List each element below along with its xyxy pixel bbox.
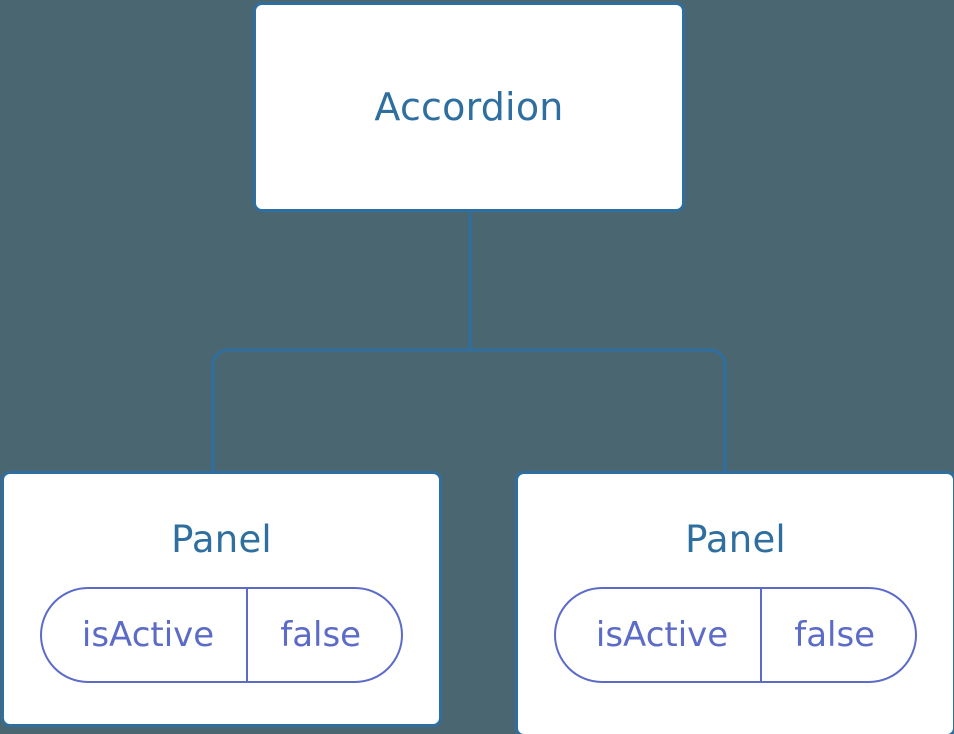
node-panel-left[interactable]: Panel isActive false xyxy=(1,471,442,727)
node-accordion[interactable]: Accordion xyxy=(253,2,685,212)
prop-key-label: isActive xyxy=(81,615,215,655)
prop-value-label: false xyxy=(246,589,401,681)
prop-key-label: isActive xyxy=(595,615,729,655)
node-panel-right-title: Panel xyxy=(685,518,786,561)
prop-value-label: false xyxy=(760,589,915,681)
edge-accordion-to-panel-left xyxy=(211,348,470,473)
node-panel-right[interactable]: Panel isActive false xyxy=(515,471,954,734)
prop-badge-isactive-left[interactable]: isActive false xyxy=(39,587,404,683)
node-accordion-title: Accordion xyxy=(374,85,564,129)
node-panel-left-title: Panel xyxy=(171,518,272,561)
edge-accordion-to-panel-right xyxy=(470,348,727,473)
prop-badge-isactive-right[interactable]: isActive false xyxy=(553,587,918,683)
